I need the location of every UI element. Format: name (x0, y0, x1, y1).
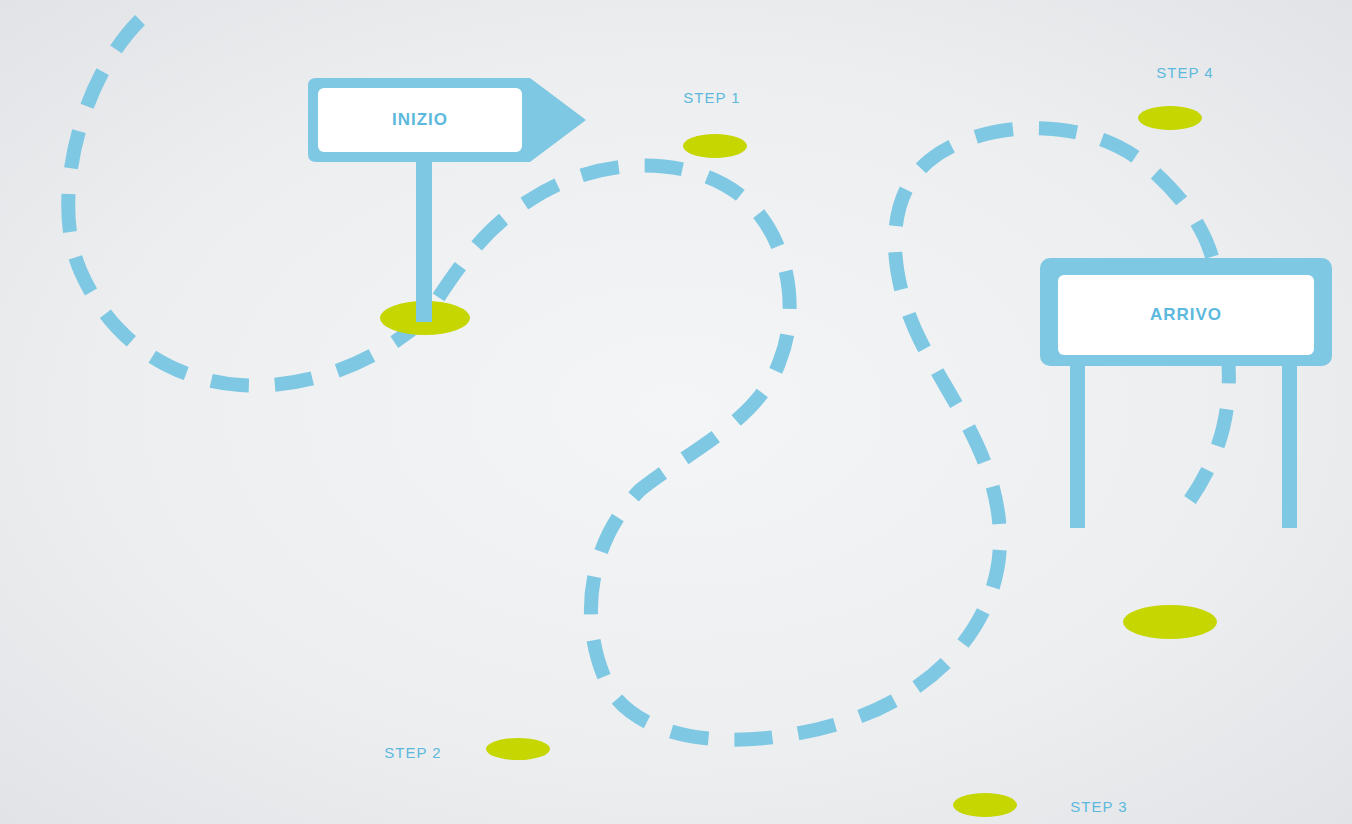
start-sign: INIZIO (308, 78, 588, 162)
step-label: STEP 4 (1156, 64, 1213, 81)
step-marker (1123, 605, 1217, 639)
sign-text: INIZIO (318, 88, 522, 152)
sign-panel (1058, 275, 1314, 355)
sign-pole (416, 158, 432, 322)
dashed-road (68, 20, 1229, 740)
finish-sign: ARRIVO (1040, 258, 1332, 366)
step-marker (953, 793, 1017, 817)
sign-outline (1040, 258, 1332, 366)
step-label: STEP 3 (1070, 798, 1127, 815)
sign-text: ARRIVO (1058, 275, 1314, 355)
sign-leg (1070, 362, 1085, 528)
step-marker (683, 134, 747, 158)
step-marker (486, 738, 550, 760)
sign-outline (308, 78, 586, 162)
step-marker (1138, 106, 1202, 130)
step-label: STEP 1 (683, 89, 740, 106)
sign-leg (1282, 362, 1297, 528)
sign-panel (318, 88, 522, 152)
step-label: STEP 2 (384, 744, 441, 761)
